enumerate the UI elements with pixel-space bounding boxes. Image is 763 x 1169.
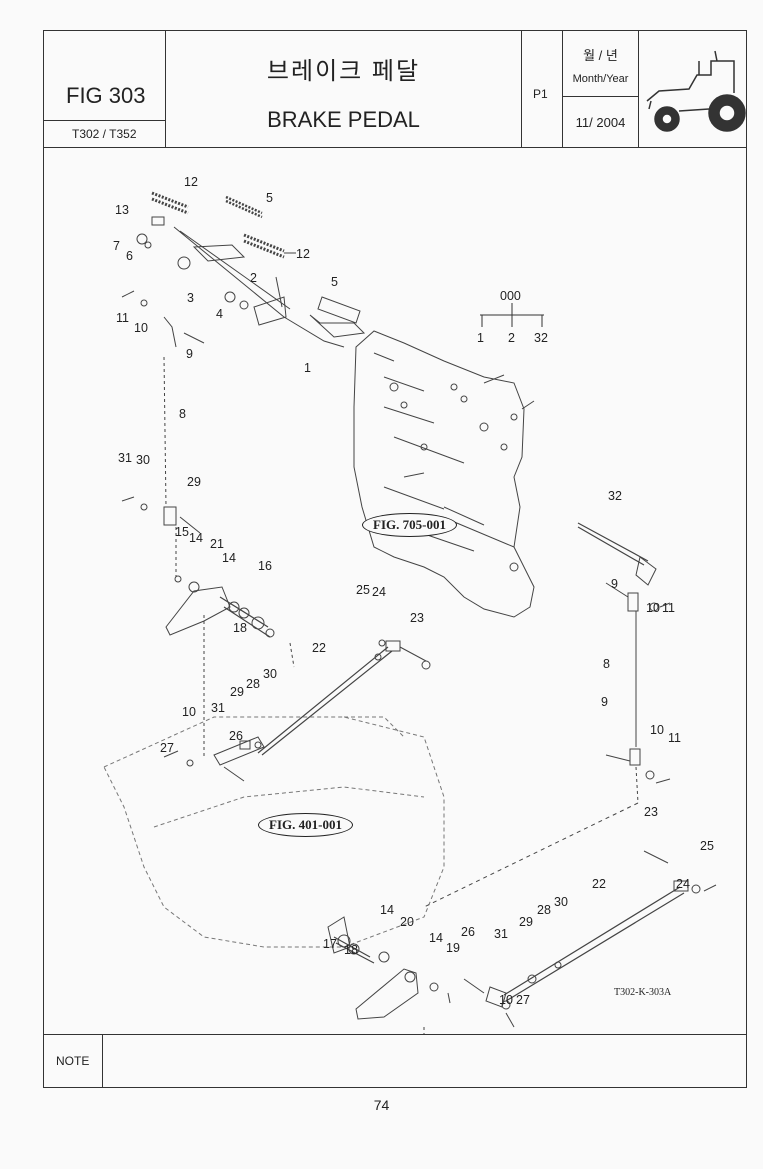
model-numbers: T302 / T352	[72, 127, 137, 141]
callout-label: 30	[136, 453, 150, 467]
callout-label: 24	[372, 585, 386, 599]
callout-label: 10	[650, 723, 664, 737]
callout-label: 3	[187, 291, 194, 305]
callout-label: 28	[537, 903, 551, 917]
title-cell: 브레이크 페달 BRAKE PEDAL	[166, 31, 522, 147]
callout-label: 20	[400, 915, 414, 929]
callout-label: 11	[662, 601, 675, 615]
callout-label: 12	[296, 247, 310, 261]
callout-label: 4	[216, 307, 223, 321]
callout-label: 1	[304, 361, 311, 375]
callout-label: 32	[534, 331, 548, 345]
title-korean: 브레이크 페달	[266, 58, 421, 85]
callout-label: 32	[608, 489, 622, 503]
callout-label: 16	[258, 559, 272, 573]
callout-label: 31	[118, 451, 132, 465]
callout-label: 11	[116, 311, 129, 325]
callout-label: 19	[446, 941, 460, 955]
callout-label: 21	[210, 537, 224, 551]
date-value: 11/ 2004	[575, 115, 626, 130]
callout-label: 27	[160, 741, 174, 755]
callout-label: 26	[461, 925, 475, 939]
callout-label: 12	[184, 175, 198, 189]
callout-label: 31	[494, 927, 508, 941]
callout-label: 30	[263, 667, 277, 681]
callout-label: 22	[592, 877, 606, 891]
date-cell: 월 / 년 Month/Year 11/ 2004	[563, 31, 639, 147]
callout-label: 15	[175, 525, 189, 539]
note-row: NOTE	[44, 1034, 746, 1088]
note-label: NOTE	[56, 1054, 90, 1068]
callout-label: 25	[356, 583, 370, 597]
fig-cell: FIG 303 T302 / T352	[44, 31, 166, 147]
diagram-linework	[103, 191, 717, 1034]
fig-number: FIG 303	[66, 83, 146, 108]
callout-label: 24	[676, 877, 690, 891]
date-label-korean: 월 / 년	[583, 48, 618, 63]
callout-label: 29	[187, 475, 201, 489]
callout-label: 8	[603, 657, 610, 671]
page-cell: P1	[522, 31, 563, 147]
callout-label: 6	[126, 249, 133, 263]
page-code: P1	[533, 87, 548, 101]
callout-label: 9	[186, 347, 193, 361]
callout-label: 14	[429, 931, 443, 945]
callout-label: 13	[115, 203, 129, 217]
drawing-code: T302-K-303A	[614, 987, 672, 998]
callout-label: 11	[668, 731, 681, 745]
callout-label: 10	[499, 993, 513, 1007]
callout-label: 2	[250, 271, 257, 285]
callout-label: 14	[189, 531, 203, 545]
callout-label: 9	[601, 695, 608, 709]
callout-label: 31	[211, 701, 225, 715]
callout-label: 25	[700, 839, 714, 853]
callout-label: 29	[519, 915, 533, 929]
callout-label: 1	[477, 331, 484, 345]
callout-label: 18	[344, 943, 358, 957]
parts-catalog-sheet: FIG 303 T302 / T352 브레이크 페달 BRAKE PEDAL …	[43, 30, 747, 1088]
callout-label: 17	[323, 937, 337, 951]
callout-label: 9	[611, 577, 618, 591]
callout-label: 10	[182, 705, 196, 719]
callout-label: 23	[410, 611, 424, 625]
title-english: BRAKE PEDAL	[267, 107, 420, 132]
callout-label: 8	[179, 407, 186, 421]
header-block: FIG 303 T302 / T352 브레이크 페달 BRAKE PEDAL …	[44, 31, 746, 148]
tractor-icon	[639, 31, 748, 147]
callout-label: 14	[222, 551, 236, 565]
exploded-parts-diagram: 12 13 5 7 6 12 2 5 3 4 11 10 9 1 8 000 1…	[44, 147, 745, 1034]
page-number: 74	[373, 1097, 390, 1113]
callout-label: 18	[233, 621, 247, 635]
tractor-illustration	[646, 50, 746, 132]
callout-label: 22	[312, 641, 326, 655]
fig-ref-401[interactable]: FIG. 401-001	[258, 813, 353, 837]
callout-label: 29	[230, 685, 244, 699]
callout-label: 30	[554, 895, 568, 909]
callout-label: 27	[516, 993, 530, 1007]
callout-label: 10	[134, 321, 148, 335]
date-label-english: Month/Year	[572, 73, 629, 85]
callout-label: 23	[644, 805, 658, 819]
callout-label: 5	[331, 275, 338, 289]
callout-label: 7	[113, 239, 120, 253]
callout-label: 14	[380, 903, 394, 917]
callout-label: 5	[266, 191, 273, 205]
callout-label: 10	[646, 601, 660, 615]
callout-label: 28	[246, 677, 260, 691]
callout-label: 000	[500, 289, 521, 303]
callout-label: 26	[229, 729, 243, 743]
callout-label: 2	[508, 331, 515, 345]
fig-ref-705[interactable]: FIG. 705-001	[362, 513, 457, 537]
